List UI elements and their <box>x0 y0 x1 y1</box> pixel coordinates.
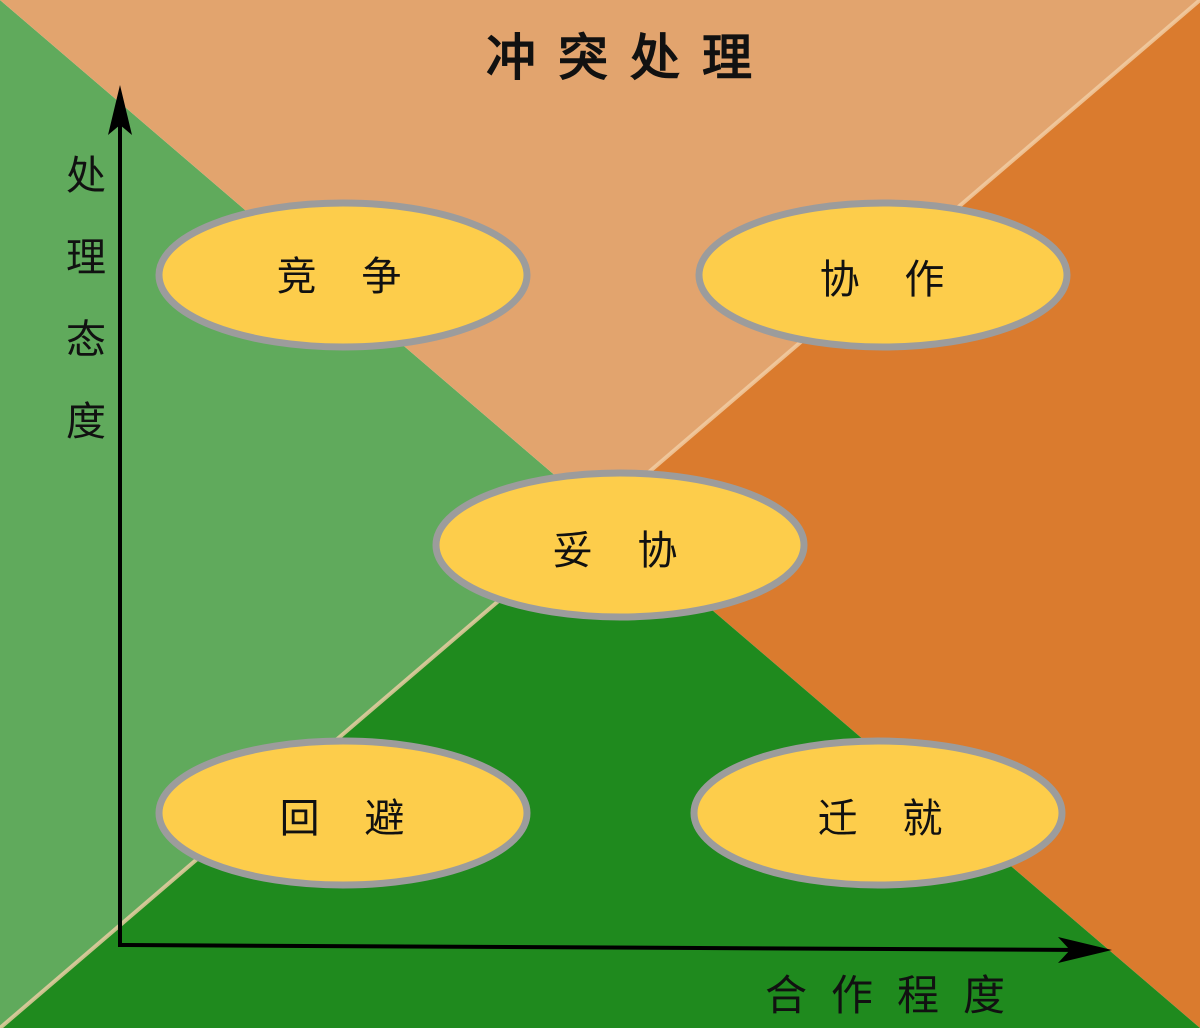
top-region <box>0 0 1200 514</box>
y-axis-label: 处理态度 <box>66 153 106 445</box>
label-avoiding: 回 避 <box>279 796 421 842</box>
y-axis-arrow-icon <box>108 85 132 135</box>
ellipse-compromising <box>432 469 808 621</box>
label-collaborating: 协 作 <box>819 257 961 303</box>
ellipse-accommodating <box>690 737 1066 889</box>
x-axis-label: 合作程度 <box>765 971 1030 1020</box>
ellipses <box>155 199 1071 889</box>
label-competing: 竞 争 <box>276 254 418 300</box>
left-region <box>0 0 600 1028</box>
bottom-region <box>0 514 1200 1028</box>
diagram-title: 冲突处理 <box>486 29 774 87</box>
x-axis <box>117 943 1086 952</box>
ellipse-avoiding <box>155 737 531 889</box>
ellipse-collaborating <box>695 199 1071 351</box>
label-accommodating: 迁 就 <box>817 796 959 842</box>
label-compromising: 妥 协 <box>552 528 694 574</box>
x-axis-arrow-icon <box>1058 937 1112 963</box>
ellipse-competing <box>155 199 531 351</box>
